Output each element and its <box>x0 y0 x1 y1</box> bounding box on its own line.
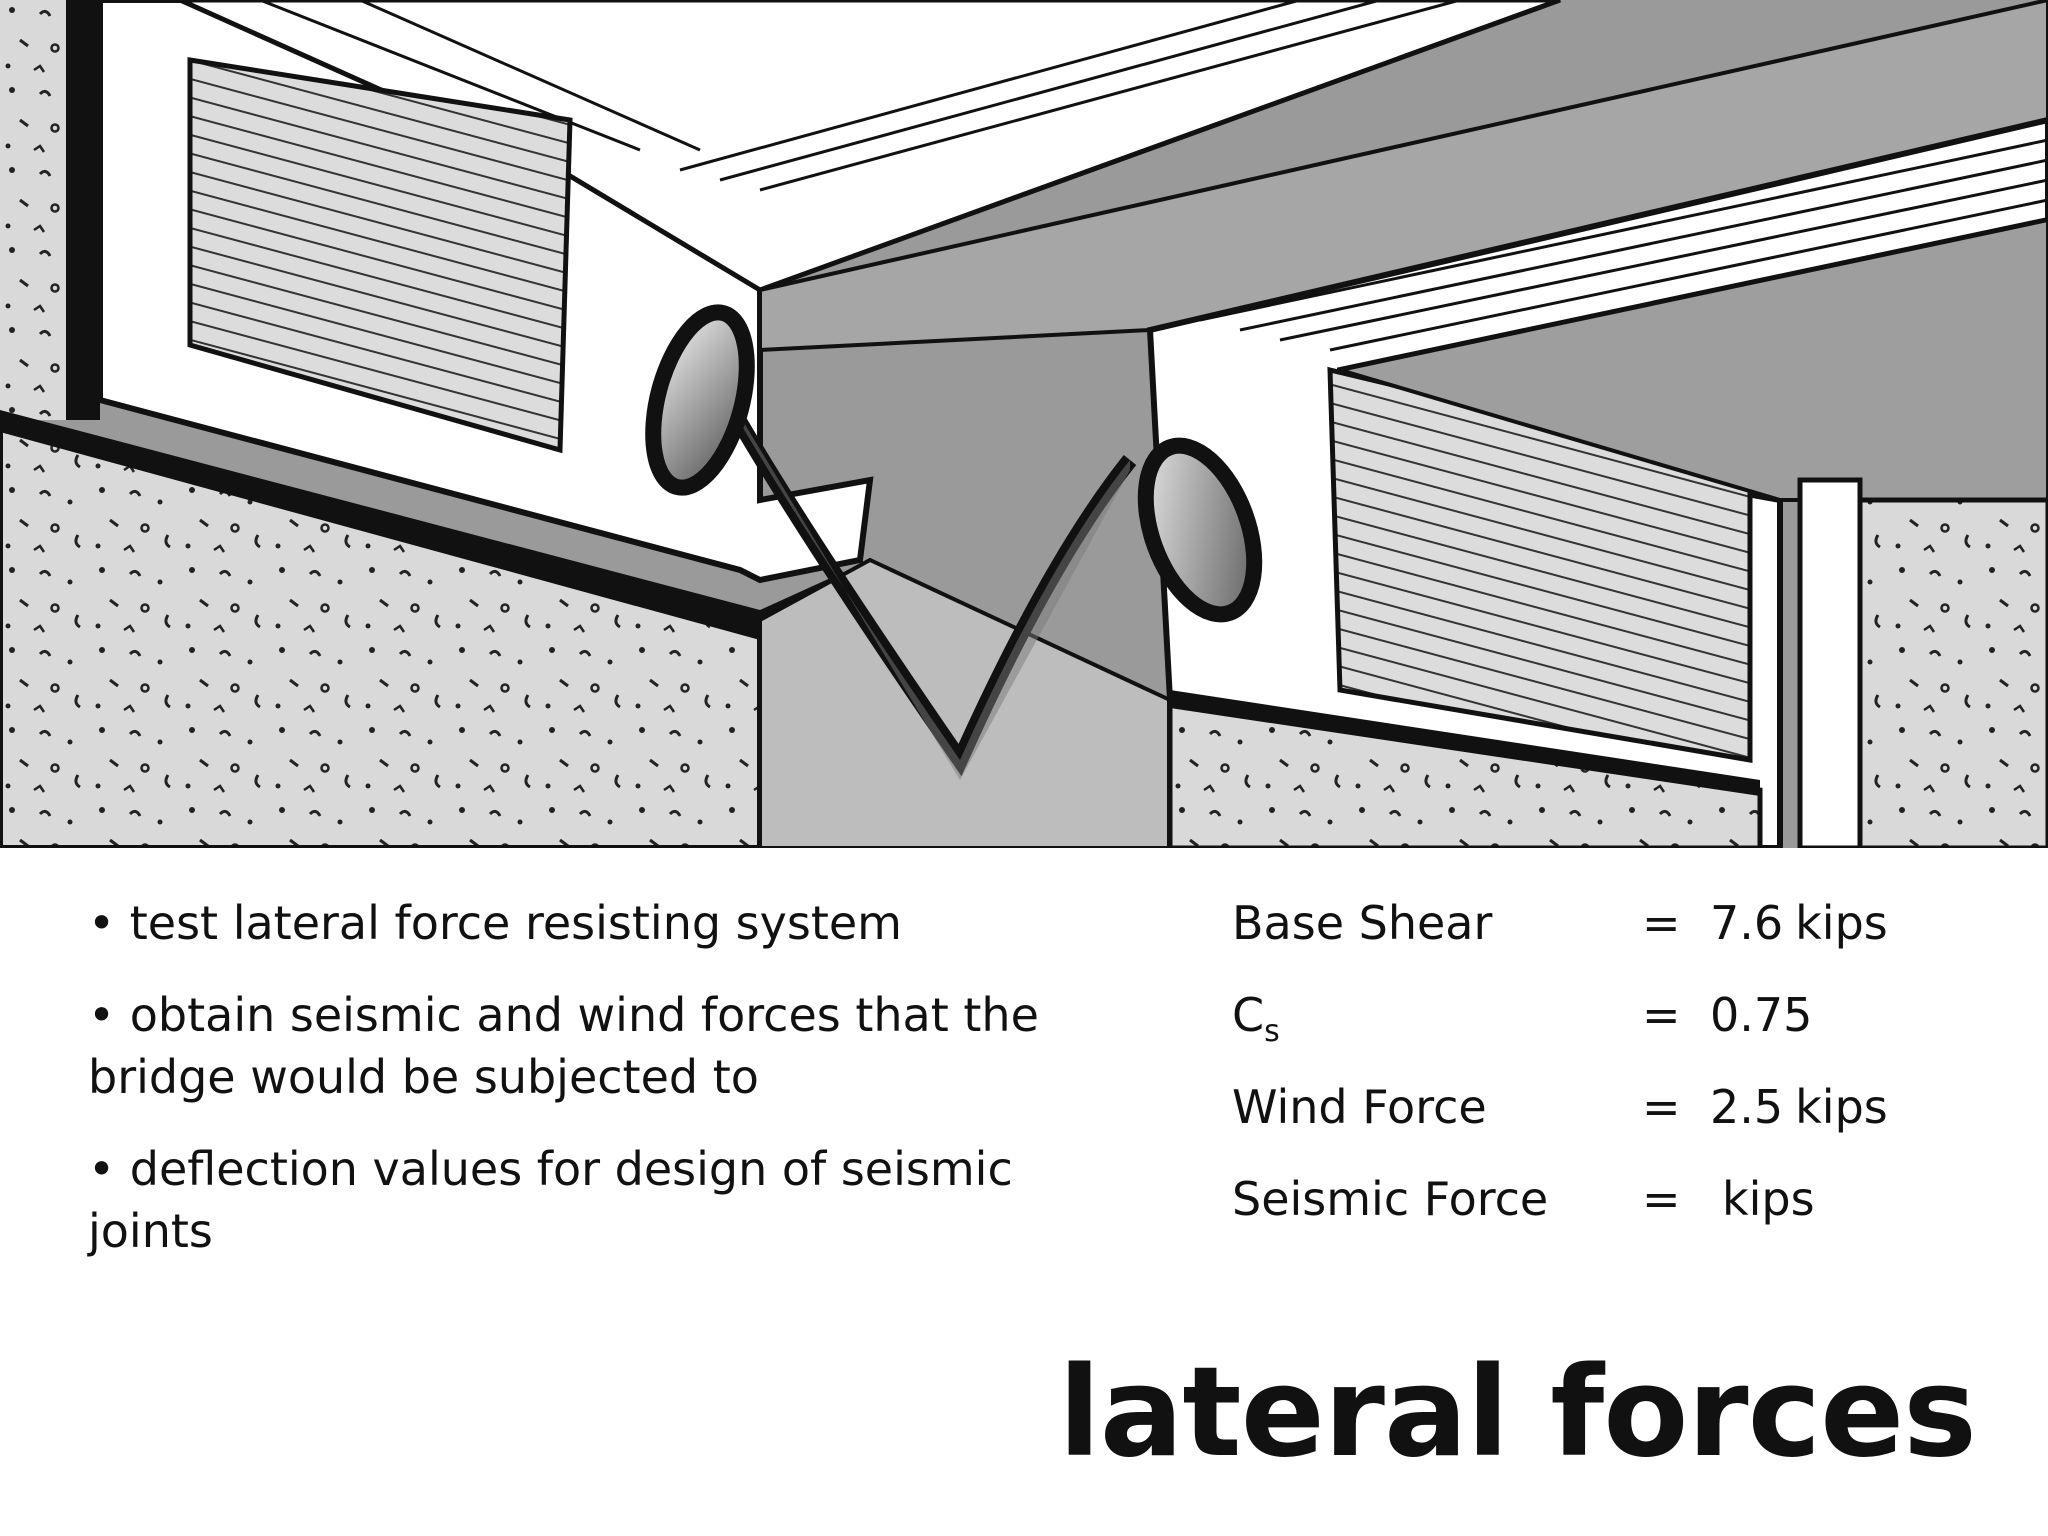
bullet-item: • test lateral force resisting system <box>88 896 902 950</box>
equals-sign: = <box>1642 896 1681 950</box>
bullet-item: • obtain seismic and wind forces that th… <box>88 988 1039 1104</box>
value-label: Wind Force <box>1232 1080 1487 1134</box>
value-amount: kips <box>1722 1172 1815 1226</box>
equals-sign: = <box>1642 1080 1681 1134</box>
bullet-list: • test lateral force resisting system • … <box>88 892 1048 1292</box>
slide-title: lateral forces <box>1058 1341 1977 1485</box>
value-row-seismic-force: Seismic Force = kips <box>1232 1168 1992 1260</box>
value-label: Base Shear <box>1232 896 1493 950</box>
value-amount: 0.75 <box>1710 988 1813 1042</box>
value-label: Seismic Force <box>1232 1172 1549 1226</box>
equals-sign: = <box>1642 988 1681 1042</box>
expansion-joint-illustration <box>0 0 2048 848</box>
value-row-cs: Cs = 0.75 <box>1232 984 1992 1076</box>
value-label: Cs <box>1232 988 1280 1049</box>
equals-sign: = <box>1642 1172 1681 1226</box>
bullet-item: • deflection values for design of seismi… <box>88 1142 1013 1258</box>
